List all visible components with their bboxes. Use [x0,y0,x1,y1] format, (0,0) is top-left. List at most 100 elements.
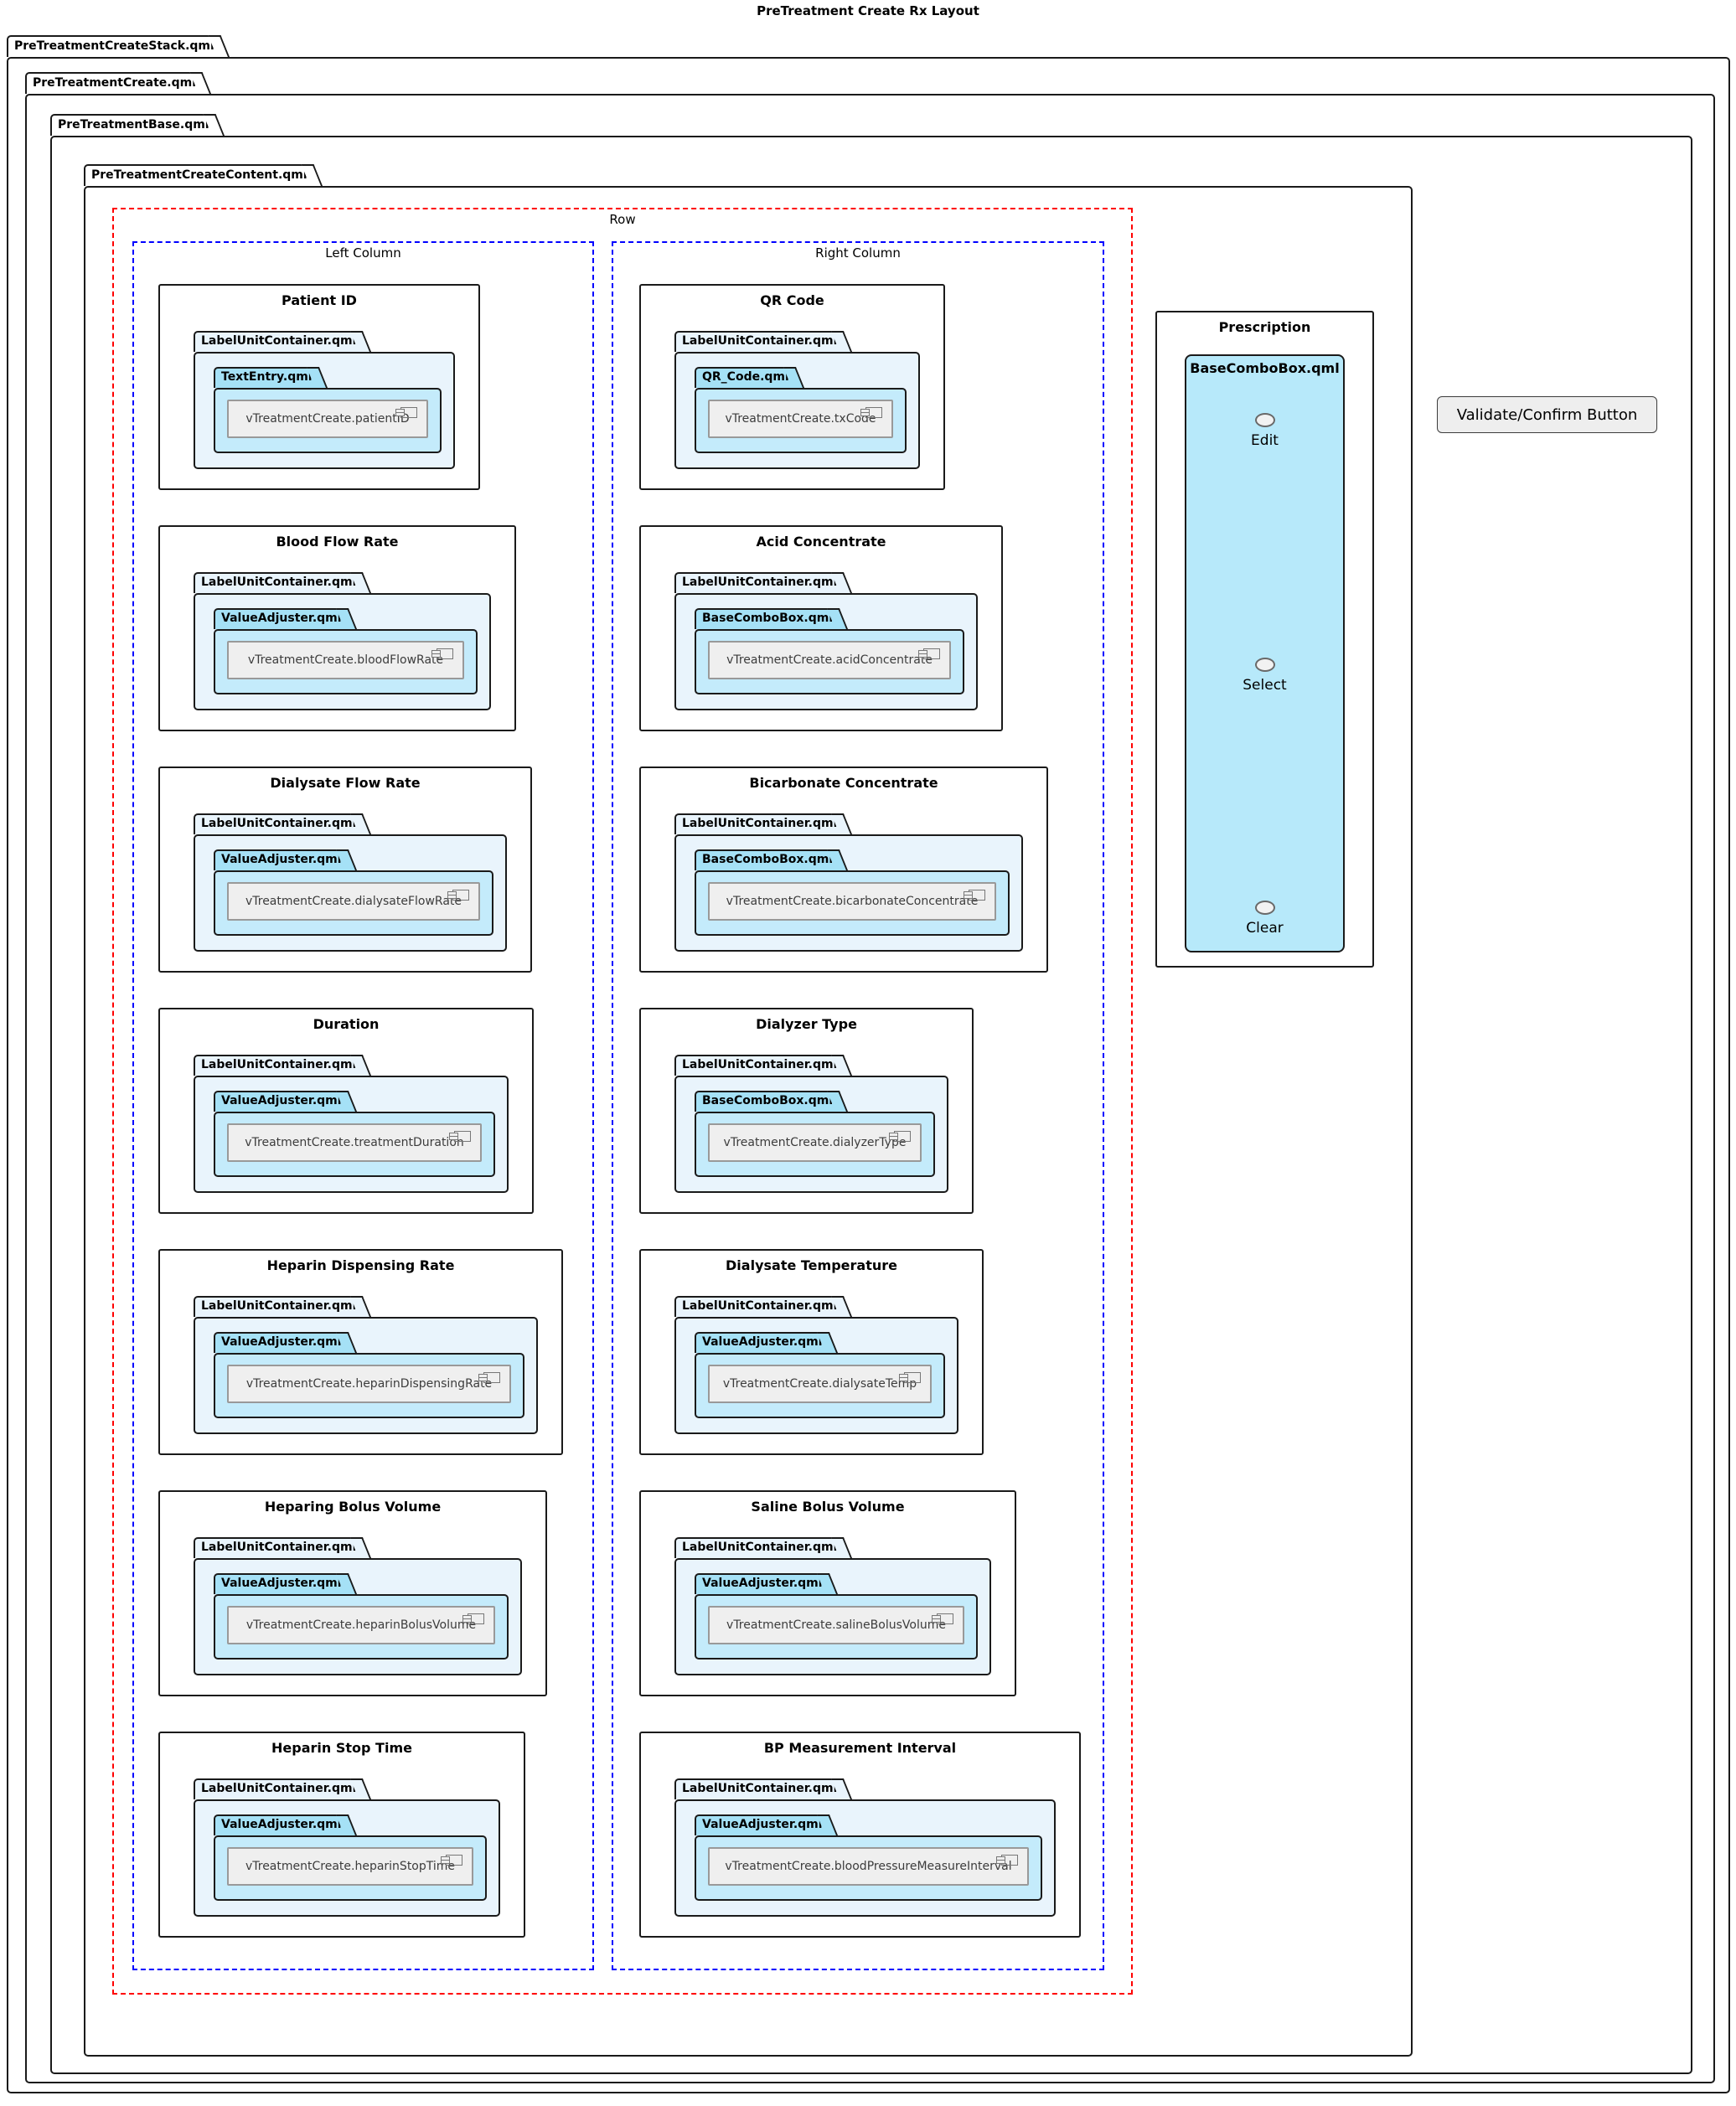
binding-component-label: vTreatmentCreate.dialysateFlowRate [245,895,462,908]
field-card-title: Heparin Stop Time [271,1740,412,1756]
frame-tab-label: PreTreatmentCreateContent.qml [91,168,307,182]
label-unit-container-name: LabelUnitContainer.qml [201,1299,357,1313]
label-unit-container-name: LabelUnitContainer.qml [682,1299,838,1313]
binding-component: vTreatmentCreate.bloodFlowRate [227,641,464,679]
label-unit-container-name: LabelUnitContainer.qml [682,334,838,348]
inner-qml-tab: ValueAdjuster.qml [214,608,344,629]
inner-qml-tab: BaseComboBox.qml [695,608,836,629]
binding-component: vTreatmentCreate.dialysateTemp [708,1365,932,1403]
field-card: Blood Flow Rate LabelUnitContainer.qml V… [158,525,516,731]
uml-component-icon [932,1613,953,1624]
label-unit-container-name: LabelUnitContainer.qml [201,817,357,830]
binding-component-label: vTreatmentCreate.bicarbonateConcentrate [726,895,979,908]
inner-qml-name: ValueAdjuster.qml [702,1818,823,1831]
basecombobox-panel: BaseComboBox.qml Edit Select Clear [1185,354,1345,952]
label-unit-container-name: LabelUnitContainer.qml [682,1782,838,1795]
label-unit-container-tab: LabelUnitContainer.qml [194,331,359,352]
inner-qml-tab: TextEntry.qml [214,367,315,388]
binding-component: vTreatmentCreate.heparinBolusVolume [227,1606,495,1644]
label-unit-container-tab: LabelUnitContainer.qml [674,331,840,352]
field-card-title: Heparin Dispensing Rate [266,1257,455,1273]
binding-component-label: vTreatmentCreate.heparinStopTime [245,1860,456,1873]
binding-component-label: vTreatmentCreate.dialysateTemp [722,1377,917,1391]
right-column-label: Right Column [815,245,901,261]
binding-component-label: vTreatmentCreate.heparinBolusVolume [245,1618,477,1632]
field-card-title: Dialysate Temperature [726,1257,897,1273]
inner-qml-name: ValueAdjuster.qml [702,1577,823,1590]
label-unit-container-tab: LabelUnitContainer.qml [674,1537,840,1558]
label-unit-container-tab: LabelUnitContainer.qml [194,1778,359,1799]
binding-component: vTreatmentCreate.salineBolusVolume [708,1606,964,1644]
binding-component-label: vTreatmentCreate.heparinDispensingRate [245,1377,493,1391]
binding-component: vTreatmentCreate.dialysateFlowRate [227,882,480,921]
row-region: Row [112,208,1133,1995]
field-card-title: Heparing Bolus Volume [264,1499,442,1515]
right-column-region: Right Column [612,241,1104,1970]
field-card: Patient ID LabelUnitContainer.qml TextEn… [158,284,480,490]
field-card-title: Bicarbonate Concentrate [749,775,938,791]
label-unit-container-name: LabelUnitContainer.qml [201,334,357,348]
field-card-title: Blood Flow Rate [276,534,399,550]
field-card-title: BP Measurement Interval [763,1740,957,1756]
page-title: PreTreatment Create Rx Layout [757,3,979,18]
interface-circle-clear [1254,901,1275,915]
interface-label-clear: Clear [1246,920,1284,937]
field-card: QR Code LabelUnitContainer.qml QR_Code.q… [639,284,945,490]
frame-tab: PreTreatmentCreateContent.qml [84,164,310,186]
label-unit-container-tab: LabelUnitContainer.qml [674,1296,840,1317]
field-card: BP Measurement Interval LabelUnitContain… [639,1732,1081,1938]
binding-component: vTreatmentCreate.bloodPressureMeasureInt… [708,1847,1029,1886]
inner-qml-name: ValueAdjuster.qml [221,853,342,866]
label-unit-container-name: LabelUnitContainer.qml [201,1058,357,1071]
field-card: Heparin Stop Time LabelUnitContainer.qml… [158,1732,525,1938]
label-unit-container-name: LabelUnitContainer.qml [682,1541,838,1554]
inner-qml-tab: ValueAdjuster.qml [214,1814,344,1835]
field-card: Heparing Bolus Volume LabelUnitContainer… [158,1490,547,1696]
field-card-title: Duration [313,1016,380,1032]
field-card: Dialyzer Type LabelUnitContainer.qml Bas… [639,1008,974,1214]
label-unit-container-name: LabelUnitContainer.qml [201,576,357,589]
label-unit-container-tab: LabelUnitContainer.qml [674,813,840,834]
inner-qml-tab: ValueAdjuster.qml [695,1573,825,1594]
binding-component: vTreatmentCreate.acidConcentrate [708,641,951,679]
uml-component-icon [964,890,985,901]
uml-component-icon [899,1372,921,1383]
binding-component-label: vTreatmentCreate.treatmentDuration [245,1136,464,1149]
inner-qml-name: ValueAdjuster.qml [221,612,342,625]
inner-qml-tab: ValueAdjuster.qml [214,1091,344,1112]
uml-component-icon [431,648,453,659]
inner-qml-name: ValueAdjuster.qml [221,1818,342,1831]
prescription-title: Prescription [1218,319,1311,335]
left-column-label: Left Column [325,245,401,261]
uml-component-icon [395,407,417,418]
uml-component-icon [447,890,469,901]
inner-qml-tab: BaseComboBox.qml [695,849,836,870]
label-unit-container-name: LabelUnitContainer.qml [201,1541,357,1554]
frame-tab: PreTreatmentBase.qml [50,114,212,136]
label-unit-container-tab: LabelUnitContainer.qml [194,1537,359,1558]
label-unit-container-name: LabelUnitContainer.qml [682,576,838,589]
binding-component-label: vTreatmentCreate.patientID [245,412,410,426]
inner-qml-name: ValueAdjuster.qml [221,1335,342,1349]
label-unit-container-tab: LabelUnitContainer.qml [194,572,359,593]
binding-component: vTreatmentCreate.bicarbonateConcentrate [708,882,996,921]
label-unit-container-tab: LabelUnitContainer.qml [674,1055,840,1076]
binding-component: vTreatmentCreate.heparinStopTime [227,1847,473,1886]
label-unit-container-tab: LabelUnitContainer.qml [194,1296,359,1317]
uml-component-icon [996,1855,1018,1866]
label-unit-container-name: LabelUnitContainer.qml [201,1782,357,1795]
frame-tab-label: PreTreatmentCreateStack.qml [14,39,214,53]
label-unit-container-tab: LabelUnitContainer.qml [674,1778,840,1799]
field-card: Bicarbonate Concentrate LabelUnitContain… [639,767,1048,973]
prescription-box: Prescription BaseComboBox.qml Edit Selec… [1155,311,1374,968]
inner-qml-name: BaseComboBox.qml [702,853,834,866]
binding-component: vTreatmentCreate.dialyzerType [708,1123,922,1162]
left-column-region: Left Column [132,241,594,1970]
inner-qml-tab: QR_Code.qml [695,367,792,388]
binding-component: vTreatmentCreate.patientID [227,400,428,438]
basecombobox-panel-label: BaseComboBox.qml [1190,360,1340,376]
inner-qml-tab: BaseComboBox.qml [695,1091,836,1112]
interface-label-select: Select [1243,677,1287,694]
inner-qml-name: ValueAdjuster.qml [221,1577,342,1590]
